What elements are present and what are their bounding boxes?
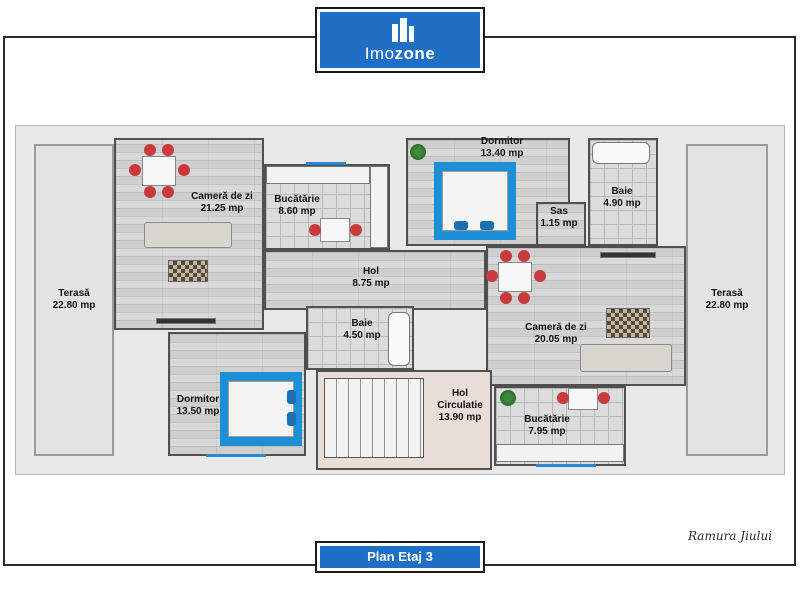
kitchen-counter	[370, 166, 388, 248]
brand-logo: Imozone	[315, 7, 485, 73]
chair	[144, 186, 156, 198]
chair	[518, 250, 530, 262]
chair	[500, 250, 512, 262]
chair	[178, 164, 190, 176]
kitchen-counter	[496, 444, 624, 462]
room-terasa-right	[686, 144, 768, 456]
kitchen-table	[568, 388, 598, 410]
sofa	[144, 222, 232, 248]
tv-unit	[600, 252, 656, 258]
chair	[518, 292, 530, 304]
plan-title: Plan Etaj 3	[315, 541, 485, 573]
window	[536, 464, 596, 467]
window	[306, 162, 346, 165]
rug	[606, 308, 650, 338]
window	[206, 454, 266, 457]
chair	[162, 186, 174, 198]
kitchen-table	[320, 218, 350, 242]
sofa	[580, 344, 672, 372]
dining-table	[142, 156, 176, 186]
chair	[486, 270, 498, 282]
dining-table	[498, 262, 532, 292]
room-hol	[264, 250, 486, 310]
pillow	[287, 412, 296, 426]
chair	[557, 392, 569, 404]
chair	[144, 144, 156, 156]
signature: Ramura Jiului	[688, 529, 773, 543]
tv-unit	[156, 318, 216, 324]
room-sas	[536, 202, 586, 246]
chair	[598, 392, 610, 404]
brand-name: Imozone	[364, 44, 436, 63]
bathtub	[388, 312, 410, 366]
mattress	[442, 171, 508, 231]
rug	[168, 260, 208, 282]
mattress	[228, 380, 294, 438]
plant	[500, 390, 516, 406]
bed	[220, 372, 302, 446]
bathtub	[592, 142, 650, 164]
chair	[350, 224, 362, 236]
chair	[309, 224, 321, 236]
chair	[129, 164, 141, 176]
chair	[500, 292, 512, 304]
plant	[410, 144, 426, 160]
pillow	[454, 221, 468, 230]
chair	[534, 270, 546, 282]
pillow	[480, 221, 494, 230]
room-terasa-left	[34, 144, 114, 456]
bed	[434, 162, 516, 240]
building-logo-icon	[392, 18, 414, 42]
chair	[162, 144, 174, 156]
kitchen-counter	[266, 166, 370, 184]
pillow	[287, 390, 296, 404]
staircase	[324, 378, 424, 458]
